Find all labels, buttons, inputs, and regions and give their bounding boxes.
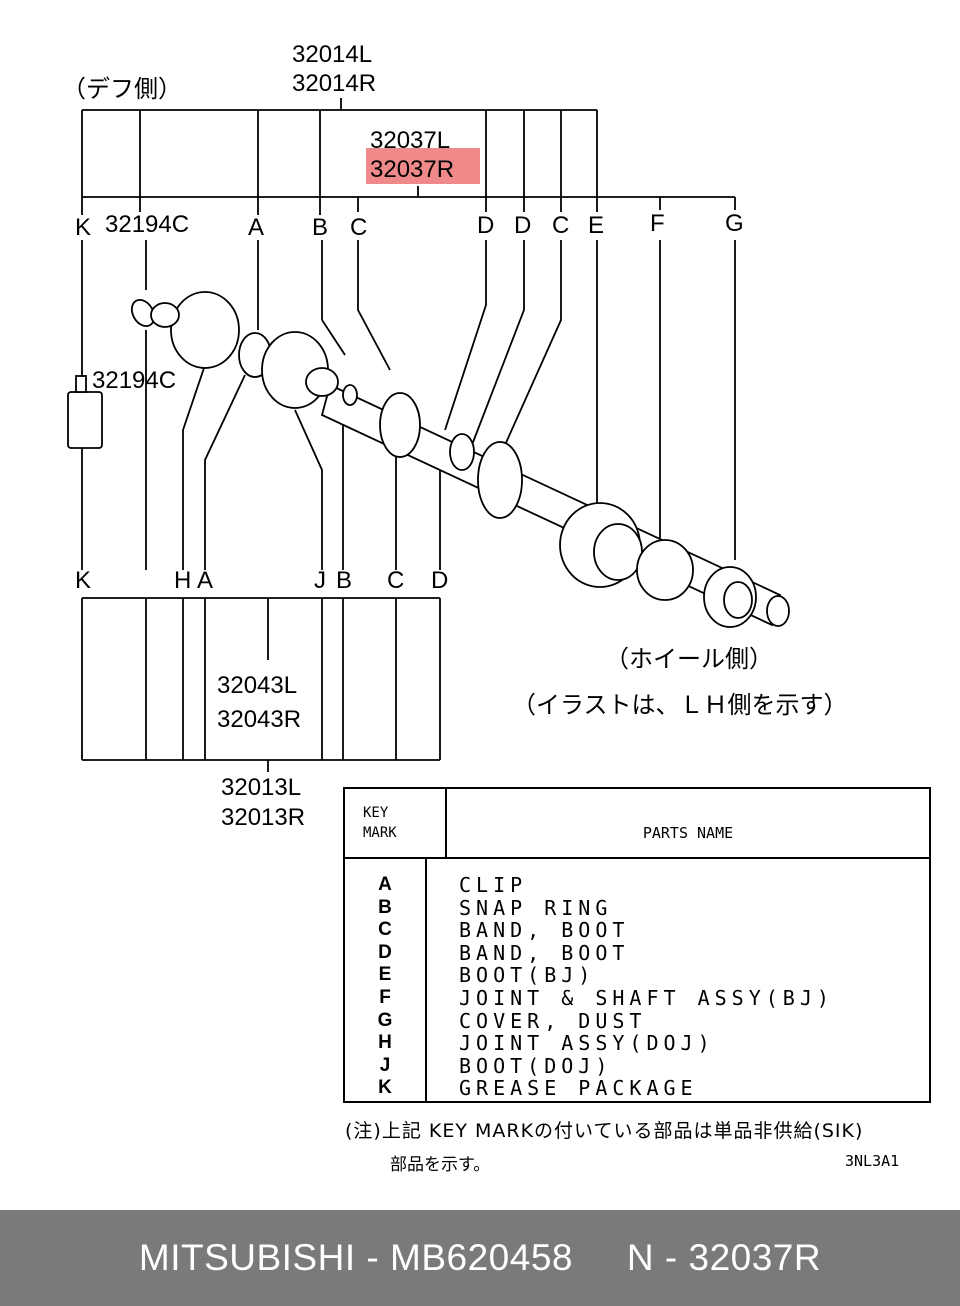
key-cell: B (378, 896, 392, 918)
drive-shaft-exploded-diagram: 32014L 32014R 32037L 32037R （デフ側） 32194C… (62, 41, 848, 831)
top-key-a: A (248, 214, 264, 241)
band-boot-c (379, 392, 421, 458)
part-name-cell: JOINT & SHAFT ASSY(BJ) (459, 985, 834, 1010)
figure-code: 3NL3A1 (845, 1152, 900, 1170)
bottom-key-d: D (431, 567, 448, 594)
key-cell: G (377, 1009, 393, 1031)
label-32037r: 32037R (370, 156, 454, 183)
top-key-f: F (650, 210, 665, 237)
footer-gap (573, 1237, 627, 1279)
bottom-key-letters: K H A J B C D (75, 567, 448, 594)
key-cell: F (379, 986, 391, 1008)
header-parts-name: PARTS NAME (642, 824, 734, 842)
label-32037l: 32037L (370, 127, 450, 154)
parts-table: KEY MARK PARTS NAME A B C D E F G H J K … (343, 787, 931, 1103)
bottom-key-a: A (197, 567, 213, 594)
top-key-b: B (312, 214, 328, 241)
footer-sep: - (355, 1237, 391, 1278)
key-cell: E (378, 964, 392, 986)
key-cell: K (378, 1077, 392, 1099)
grease-package-cap (75, 375, 87, 393)
header-key-line2: MARK (363, 825, 397, 841)
key-column: A B C D E F G H J K (345, 859, 427, 1103)
supply-note-continued: 部品を示す。 (390, 1155, 491, 1175)
label-32194c-top: 32194C (105, 211, 189, 238)
name-column: CLIP SNAP RING BAND, BOOT BAND, BOOT BOO… (427, 859, 929, 1103)
bottom-key-b: B (336, 567, 352, 594)
snap-ring-b (342, 384, 358, 406)
joint-housing-doj (170, 291, 240, 369)
label-32043r: 32043R (217, 706, 301, 733)
footer-part-number: MB620458 (390, 1237, 573, 1278)
part-name-cell: CLIP (459, 873, 528, 897)
parts-table-header: KEY MARK PARTS NAME (345, 789, 929, 859)
dust-cover-hole (723, 581, 753, 619)
part-name-cell: SNAP RING (459, 895, 613, 920)
top-key-c2: C (552, 212, 569, 239)
part-name-cell: BOOT(BJ) (459, 963, 596, 988)
supply-note: (注)上記 KEY MARKの付いている部品は単品非供給(SIK) (345, 1120, 864, 1142)
top-key-letters: K A B C D D C E F G (75, 210, 744, 241)
top-key-k: K (75, 214, 91, 241)
footer-brand: MITSUBISHI (138, 1237, 356, 1278)
key-cell: A (378, 874, 392, 895)
top-key-d1: D (477, 212, 494, 239)
band-boot-d (449, 433, 475, 471)
label-32014r: 32014R (292, 70, 376, 97)
label-32013r: 32013R (221, 804, 305, 831)
splined-end (766, 595, 790, 627)
boot-doj-neck (305, 367, 339, 397)
bottom-key-j: J (314, 567, 326, 594)
boot-bj-inner (593, 523, 643, 581)
key-cell: H (378, 1032, 392, 1054)
footer-reference: N - 32037R (626, 1237, 822, 1278)
label-illustration-note: （イラストは、ＬＨ側を示す） (512, 691, 848, 719)
key-cell: J (379, 1054, 391, 1076)
part-name-cell: BAND, BOOT (459, 918, 630, 943)
key-cell: D (378, 941, 392, 963)
label-32194c-side: 32194C (92, 367, 176, 394)
top-key-d2: D (514, 212, 531, 239)
part-name-cell: COVER, DUST (459, 1008, 647, 1033)
joint-stub (150, 302, 180, 328)
top-key-g: G (725, 210, 744, 237)
label-wheel-side: （ホイール側） (605, 645, 773, 673)
leader-lines (81, 98, 736, 772)
label-32043l: 32043L (217, 672, 297, 699)
joint-bj (636, 539, 694, 601)
grease-package (67, 391, 103, 449)
label-32013l: 32013L (221, 774, 301, 801)
part-name-cell: JOINT ASSY(DOJ) (459, 1031, 715, 1056)
part-highlight (366, 148, 480, 184)
top-key-c: C (350, 214, 367, 241)
header-key-mark: KEY MARK (345, 789, 447, 857)
snap-ring-32194c (130, 298, 156, 328)
part-name-cell: BAND, BOOT (459, 940, 630, 965)
part-footer-bar: MITSUBISHI - MB620458 N - 32037R (0, 1210, 960, 1306)
bottom-key-c: C (387, 567, 404, 594)
drive-shaft-parts (67, 291, 790, 628)
bottom-key-k: K (75, 567, 91, 594)
label-diff-side: （デフ側） (62, 75, 182, 103)
header-key-line1: KEY (363, 805, 389, 821)
part-name-cell: GREASE PACKAGE (459, 1076, 698, 1101)
parts-table-body: A B C D E F G H J K CLIP SNAP RING BAND,… (345, 859, 929, 1103)
band-boot-c2 (477, 441, 523, 519)
top-key-e: E (588, 212, 604, 239)
bottom-key-h: H (174, 567, 191, 594)
label-32014l: 32014L (292, 41, 372, 68)
part-name-cell: BOOT(DOJ) (459, 1053, 613, 1078)
key-cell: C (378, 919, 392, 941)
